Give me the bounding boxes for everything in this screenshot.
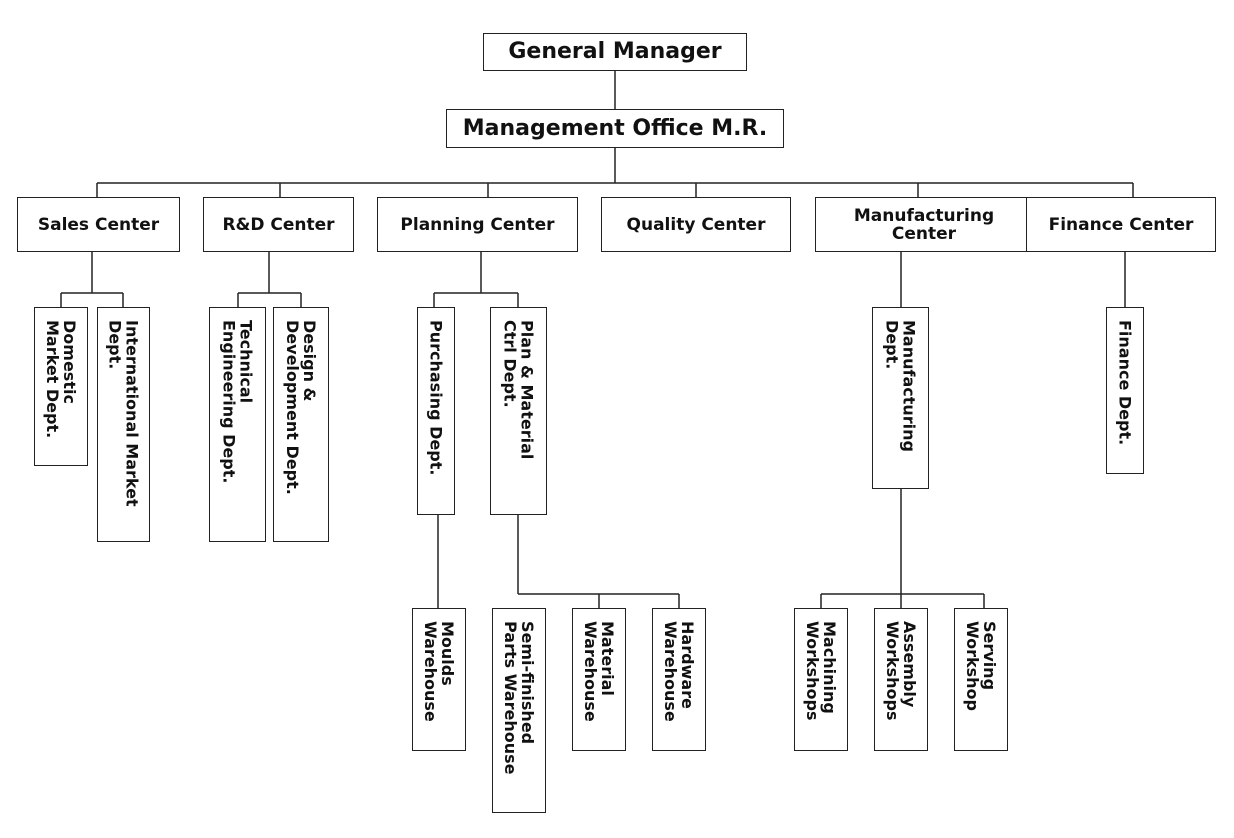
serving-workshop-box: Serving Workshop <box>954 608 1008 751</box>
sales-center-box: Sales Center <box>17 197 180 252</box>
general-manager-label: General Manager <box>508 39 722 64</box>
hardware-warehouse-box: Hardware Warehouse <box>652 608 706 751</box>
finance-dept-box: Finance Dept. <box>1106 307 1144 474</box>
technical-engineering-dept-label: Technical Engineering Dept. <box>219 320 256 484</box>
material-warehouse-label: Material Warehouse <box>581 621 617 722</box>
planning-center-label: Planning Center <box>400 214 555 235</box>
semi-finished-warehouse-label: Semi-finished Parts Warehouse <box>501 621 537 775</box>
finance-center-box: Finance Center <box>1026 197 1216 252</box>
manufacturing-dept-box: Manufacturing Dept. <box>872 307 929 489</box>
rnd-center-box: R&D Center <box>203 197 354 252</box>
manufacturing-center-label: Manufacturing Center <box>853 205 995 244</box>
design-development-dept-label: Design & Development Dept. <box>283 320 319 495</box>
machining-workshops-label: Machining Workshops <box>803 621 839 721</box>
plan-material-ctrl-dept-label: Plan & Material Ctrl Dept. <box>500 320 537 460</box>
general-manager-box: General Manager <box>483 33 747 71</box>
manufacturing-dept-label: Manufacturing Dept. <box>882 320 919 452</box>
hardware-warehouse-label: Hardware Warehouse <box>661 621 697 722</box>
finance-center-label: Finance Center <box>1048 214 1194 235</box>
semi-finished-warehouse-box: Semi-finished Parts Warehouse <box>492 608 546 813</box>
international-market-dept-label: International Market Dept. <box>105 320 142 507</box>
quality-center-label: Quality Center <box>626 214 766 235</box>
assembly-workshops-label: Assembly Workshops <box>883 621 919 721</box>
manufacturing-center-box: Manufacturing Center <box>815 197 1033 252</box>
rnd-center-label: R&D Center <box>222 214 335 235</box>
purchasing-dept-label: Purchasing Dept. <box>426 320 446 476</box>
material-warehouse-box: Material Warehouse <box>572 608 626 751</box>
domestic-market-dept-label: Domestic Market Dept. <box>43 320 79 439</box>
technical-engineering-dept-box: Technical Engineering Dept. <box>209 307 266 542</box>
design-development-dept-box: Design & Development Dept. <box>273 307 329 542</box>
quality-center-box: Quality Center <box>601 197 791 252</box>
planning-center-box: Planning Center <box>377 197 578 252</box>
moulds-warehouse-label: Moulds Warehouse <box>421 621 457 722</box>
international-market-dept-box: International Market Dept. <box>97 307 150 542</box>
management-office-box: Management Office M.R. <box>446 109 784 148</box>
machining-workshops-box: Machining Workshops <box>794 608 848 751</box>
assembly-workshops-box: Assembly Workshops <box>874 608 928 751</box>
finance-dept-label: Finance Dept. <box>1115 320 1135 446</box>
plan-material-ctrl-dept-box: Plan & Material Ctrl Dept. <box>490 307 547 515</box>
sales-center-label: Sales Center <box>37 214 160 235</box>
purchasing-dept-box: Purchasing Dept. <box>417 307 455 515</box>
serving-workshop-label: Serving Workshop <box>963 621 999 711</box>
management-office-label: Management Office M.R. <box>462 115 768 141</box>
moulds-warehouse-box: Moulds Warehouse <box>412 608 466 751</box>
domestic-market-dept-box: Domestic Market Dept. <box>34 307 88 466</box>
